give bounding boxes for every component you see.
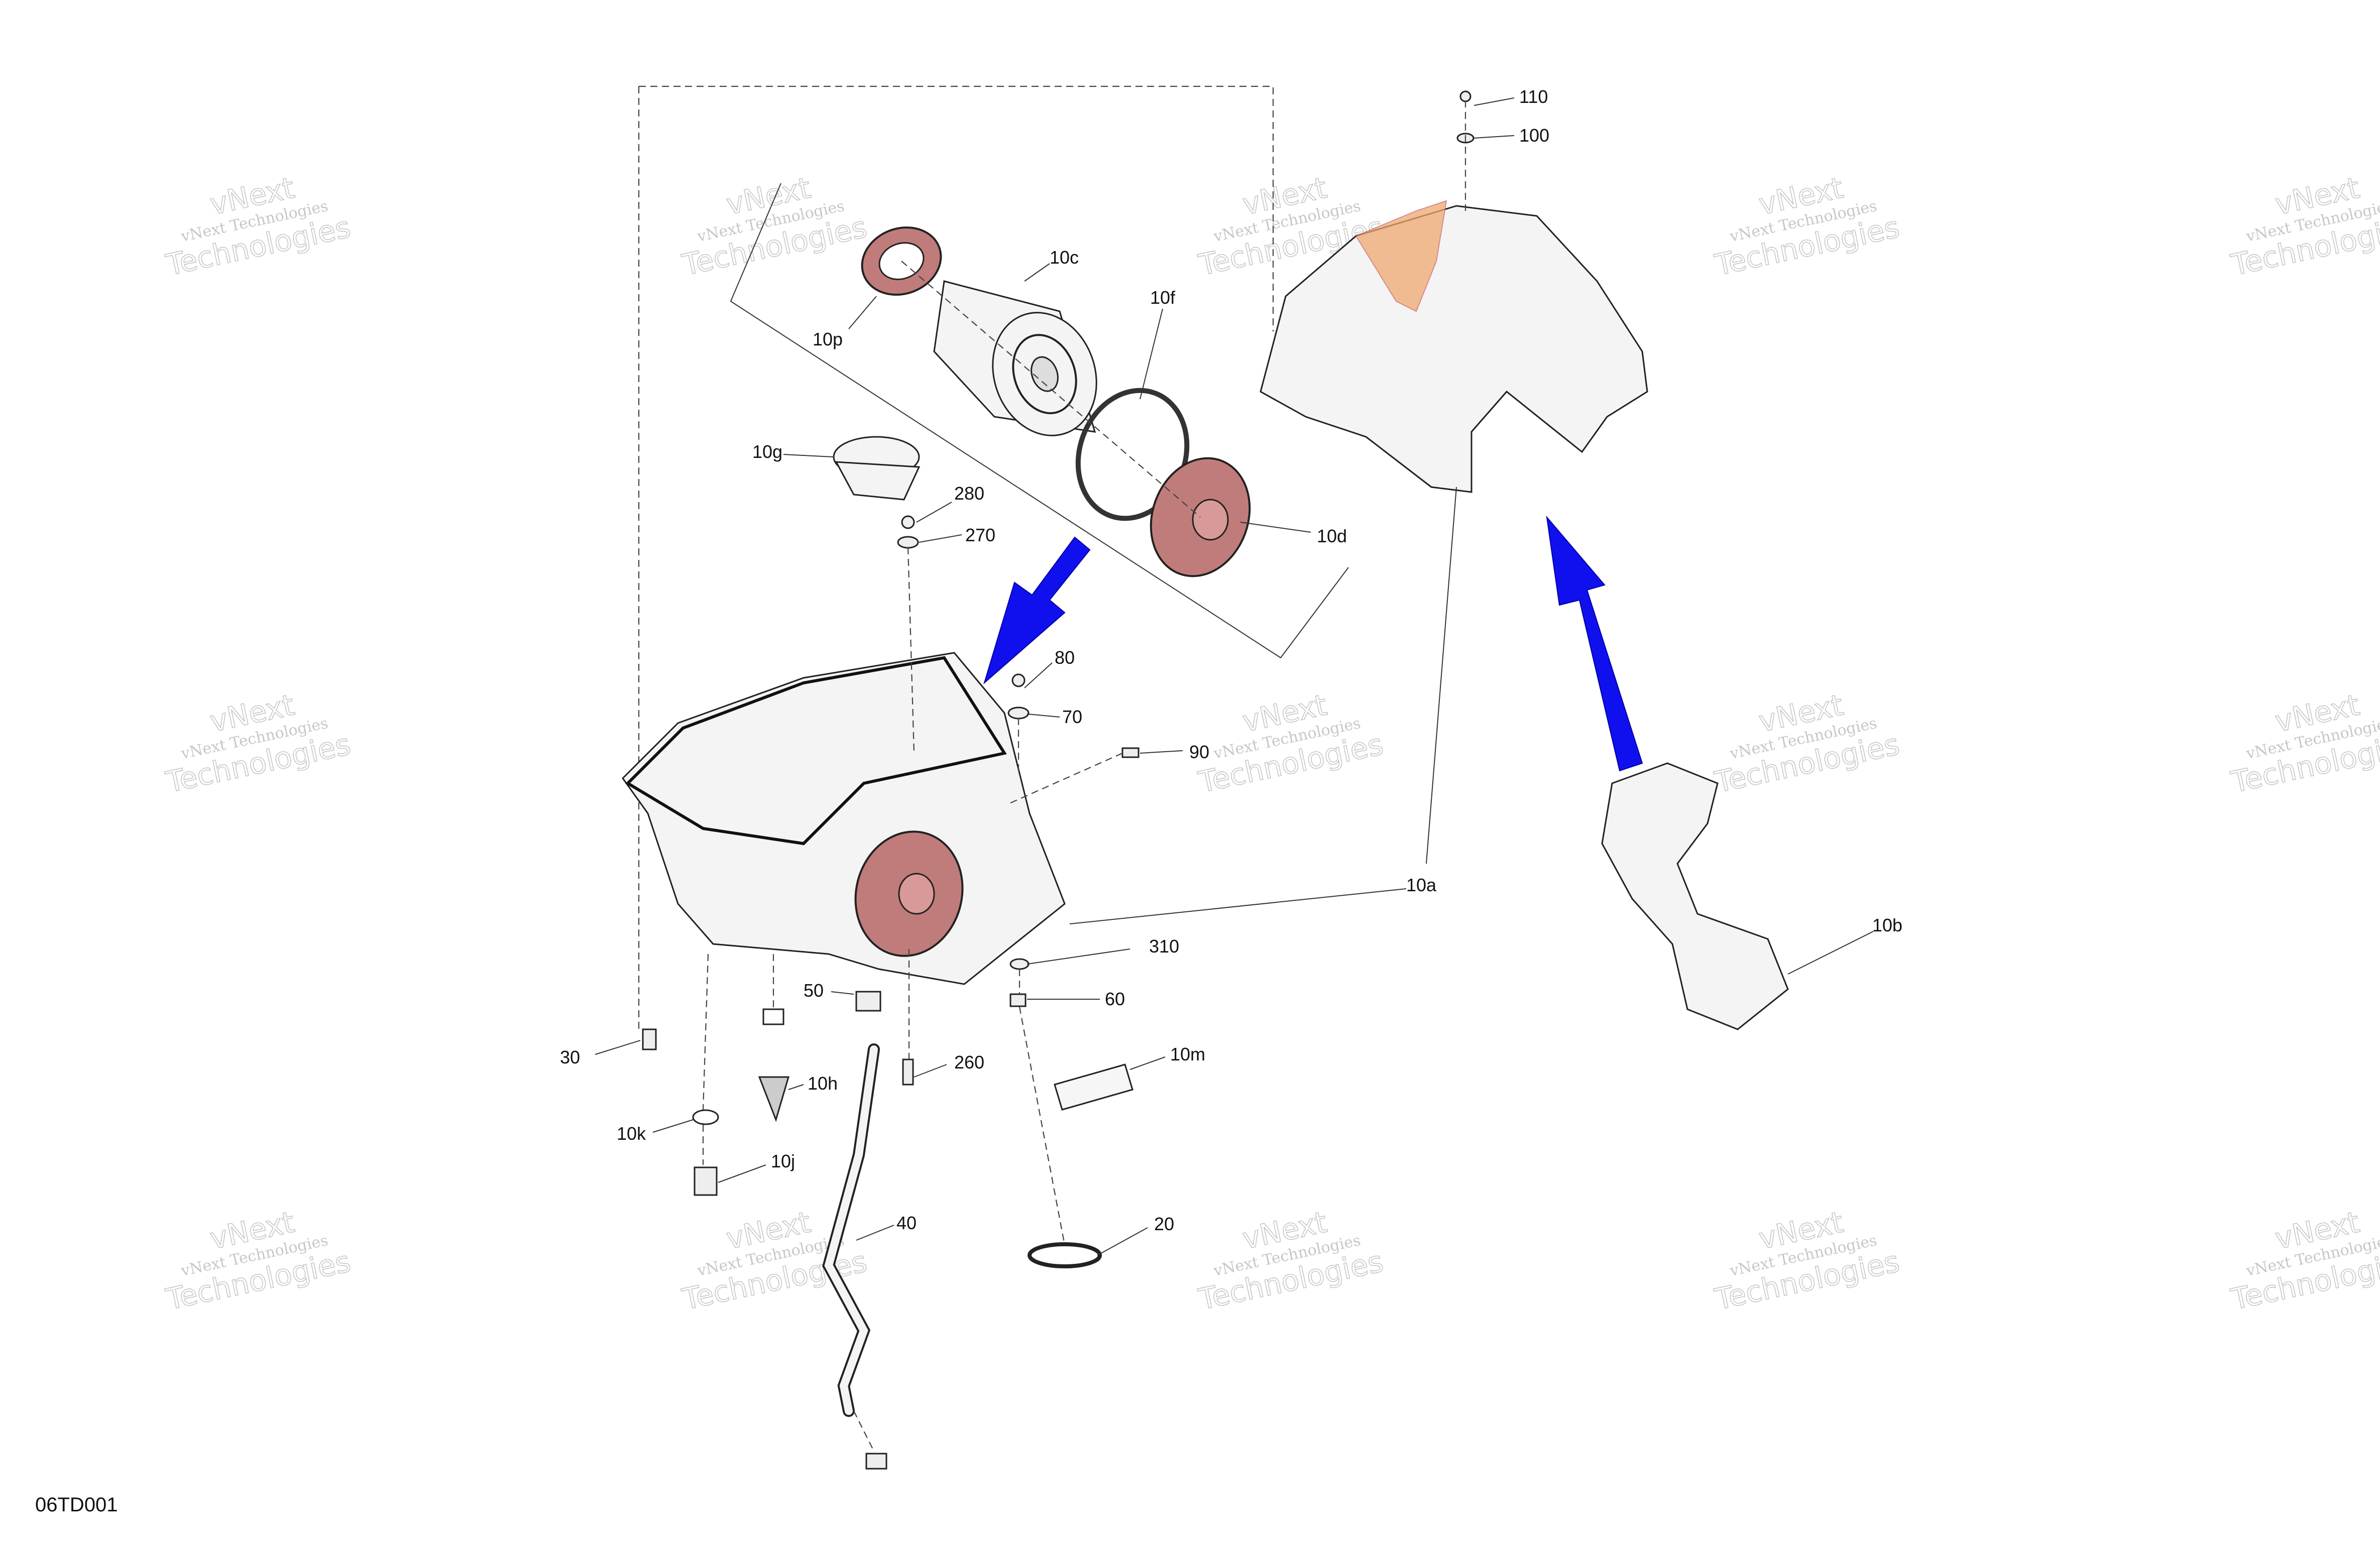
filter-group-bracket [730, 183, 1349, 659]
callout-80: 80 [1055, 647, 1075, 668]
callout-10k: 10k [617, 1123, 646, 1144]
arrow-up [1546, 515, 1643, 772]
callout-10f: 10f [1150, 287, 1176, 308]
air-filter-cylinder [933, 280, 1097, 436]
inlet-duct-10b [1601, 762, 1789, 1030]
callout-270: 270 [965, 525, 995, 545]
callout-310: 310 [1149, 936, 1179, 957]
callout-70: 70 [1062, 706, 1082, 727]
callout-labels: 110 100 10c 10f 10p 10g 280 270 10d 80 7… [560, 86, 1902, 1234]
callout-10g: 10g [752, 441, 782, 462]
upper-housing-cover [1260, 200, 1648, 493]
callout-10d: 10d [1317, 526, 1347, 546]
callout-90: 90 [1189, 742, 1209, 762]
callout-50: 50 [804, 980, 824, 1001]
callout-10a: 10a [1406, 875, 1437, 895]
callout-10b: 10b [1872, 915, 1902, 935]
lower-air-box [622, 652, 1066, 985]
callout-20: 20 [1154, 1214, 1174, 1234]
callout-10p: 10p [813, 329, 843, 349]
callout-30: 30 [560, 1047, 580, 1067]
callout-10j: 10j [771, 1151, 795, 1171]
blue-arrows [983, 515, 1643, 772]
callout-100: 100 [1519, 125, 1549, 146]
fastener-axes [702, 100, 1466, 1452]
callout-260: 260 [954, 1052, 984, 1073]
small-hardware [642, 90, 1475, 1470]
callout-10h: 10h [808, 1073, 838, 1094]
callout-leaders [595, 97, 1874, 1256]
document-code: 06TD001 [35, 1494, 118, 1516]
assembly-dashed-outline [638, 85, 1274, 1029]
callout-60: 60 [1105, 989, 1125, 1009]
intake-boot-10g [833, 436, 921, 501]
callout-10m: 10m [1170, 1044, 1205, 1064]
callout-10c: 10c [1050, 247, 1079, 268]
callout-110: 110 [1519, 86, 1548, 107]
arrow-down-left [983, 536, 1091, 685]
callout-40: 40 [896, 1213, 917, 1233]
callout-280: 280 [954, 483, 984, 504]
